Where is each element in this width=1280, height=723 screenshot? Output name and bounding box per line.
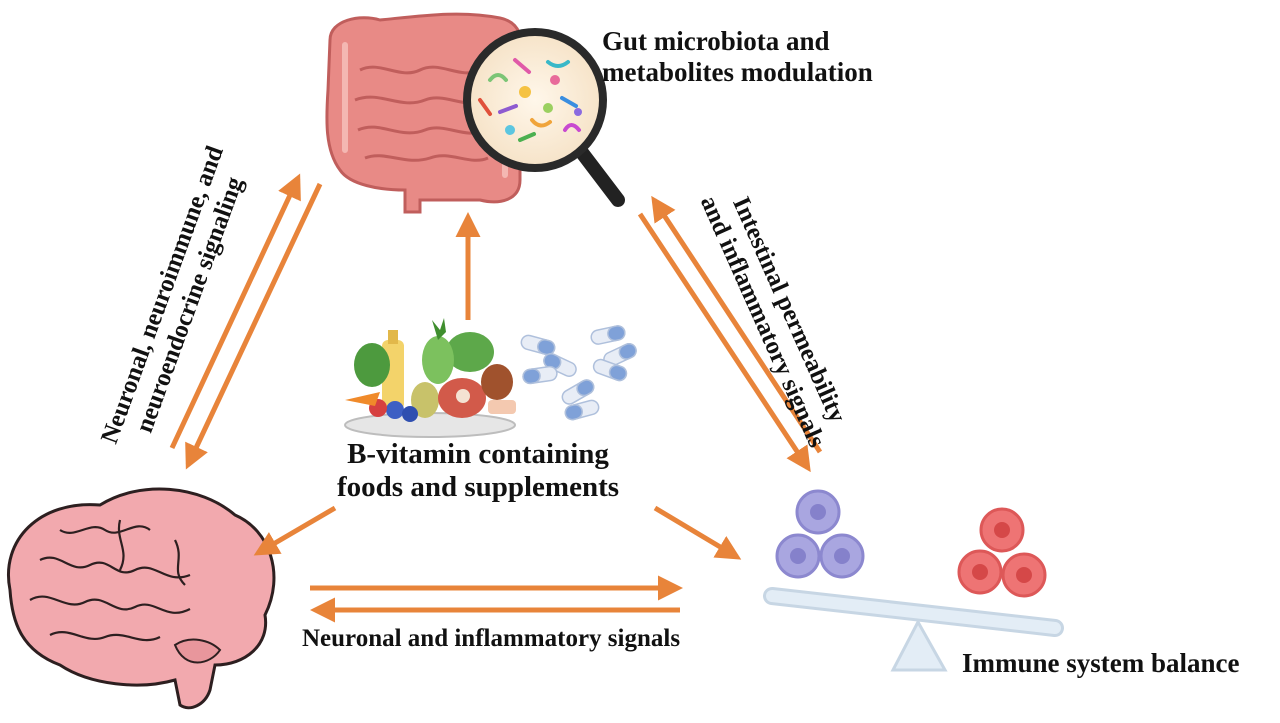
food-label-line-1: B-vitamin containing — [347, 438, 609, 470]
immune-cells-icon — [775, 489, 1047, 598]
balance-scale-icon — [763, 587, 1064, 672]
arrow-gut-to-immune — [637, 212, 811, 473]
gut-microbiota-label: Gut microbiota and metabolites modulatio… — [602, 26, 873, 88]
arrow-immune-to-gut — [651, 195, 823, 454]
gut-label-line-2: metabolites modulation — [602, 57, 873, 88]
arrow-gut-to-brain — [185, 182, 323, 470]
b-vitamin-foods-label: B-vitamin containing foods and supplemen… — [337, 438, 619, 505]
magnifier-microbes-icon — [463, 28, 625, 207]
gut-label-line-1: Gut microbiota and — [602, 26, 830, 56]
arrow-brain-to-gut — [169, 173, 301, 450]
food-plate-icon — [344, 318, 516, 438]
brain-icon — [7, 487, 276, 710]
food-label-line-2: foods and supplements — [337, 471, 620, 504]
arrow-center-to-immune — [653, 505, 742, 560]
neuronal-inflammatory-signals-label: Neuronal and inflammatory signals — [302, 625, 681, 652]
pills-icon — [520, 325, 637, 421]
arrow-center-to-brain — [253, 505, 337, 556]
arrows-group — [169, 173, 823, 623]
immune-system-balance-label: Immune system balance — [962, 648, 1240, 678]
